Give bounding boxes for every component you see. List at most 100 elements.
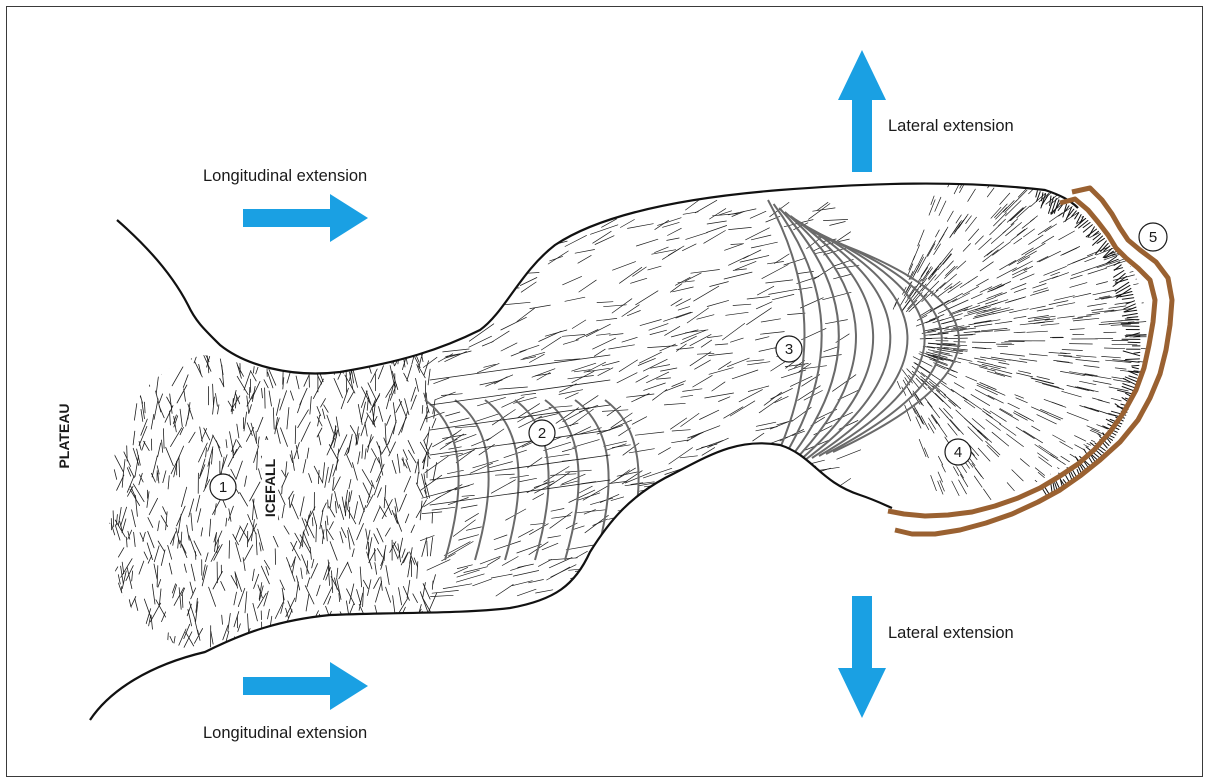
crevasse-stroke — [678, 307, 690, 311]
crevasse-stroke — [655, 498, 675, 504]
crevasse-stroke — [366, 529, 368, 539]
crevasse-stroke — [406, 627, 409, 642]
crevasse-stroke — [372, 640, 374, 656]
crevasse-stroke — [241, 340, 243, 355]
crevasse-stroke — [339, 593, 340, 602]
crevasse-stroke — [714, 570, 739, 586]
crevasse-stroke — [330, 618, 334, 628]
crevasse-stroke — [321, 399, 326, 408]
crevasse-stroke — [1042, 193, 1043, 201]
crevasse-stroke — [329, 522, 333, 530]
crevasse-stroke — [393, 420, 396, 434]
crevasse-stroke — [725, 244, 743, 250]
crevasse-stroke — [579, 586, 592, 588]
crevasse-stroke — [368, 621, 371, 632]
crevasse-stroke — [938, 456, 942, 464]
crevasse-stroke — [124, 367, 132, 381]
crevasse-stroke — [803, 502, 815, 509]
crevasse-stroke — [712, 382, 725, 391]
crevasse-stroke — [1101, 321, 1122, 323]
crevasse-stroke — [1052, 402, 1063, 406]
crevasse-stroke — [619, 360, 637, 372]
crevasse-stroke — [1005, 297, 1024, 303]
crevasse-stroke — [130, 339, 131, 350]
crevasse-stroke — [110, 589, 118, 606]
crevasse-stroke — [984, 251, 992, 257]
crevasse-stroke — [185, 345, 188, 359]
crevasse-stroke — [317, 407, 321, 416]
crevasse-stroke — [954, 141, 957, 149]
crevasse-stroke — [339, 562, 348, 579]
crevasse-stroke — [1080, 381, 1097, 384]
crevasse-stroke — [649, 549, 668, 553]
crevasse-stroke — [957, 467, 964, 478]
crevasse-stroke — [386, 587, 391, 602]
crevasse-stroke — [640, 501, 661, 516]
crevasse-stroke — [186, 408, 190, 426]
crevasse-stroke — [803, 366, 827, 369]
crevasse-stroke — [974, 476, 982, 487]
crevasse-stroke — [698, 426, 720, 434]
crevasse-stroke — [331, 432, 336, 447]
crevasse-stroke — [951, 389, 967, 400]
crevasse-stroke — [1159, 419, 1170, 422]
crevasse-stroke — [747, 297, 769, 300]
crevasse-stroke — [226, 440, 227, 448]
crevasse-stroke — [414, 558, 417, 567]
crevasse-stroke — [335, 353, 338, 367]
crevasse-stroke — [521, 282, 536, 292]
crevasse-stroke — [772, 497, 794, 502]
crevasse-stroke — [781, 574, 802, 583]
crevasse-stroke — [769, 582, 781, 585]
crevasse-stroke — [487, 219, 514, 227]
crevasse-stroke — [966, 217, 977, 231]
crevasse-stroke — [411, 338, 419, 353]
crevasse-stroke — [549, 558, 578, 560]
crevasse-stroke — [652, 570, 674, 580]
crevasse-stroke — [349, 584, 354, 604]
crevasse-stroke — [715, 344, 728, 345]
crevasse-stroke — [408, 558, 411, 577]
crevasse-stroke — [734, 492, 757, 504]
crevasse-stroke — [956, 410, 968, 421]
crevasse-stroke — [202, 565, 205, 580]
crevasse-stroke — [144, 632, 152, 649]
crevasse-stroke — [1049, 301, 1068, 305]
crevasse-stroke — [317, 623, 322, 640]
crevasse-stroke — [343, 343, 349, 359]
crevasse-stroke — [327, 415, 334, 433]
crevasse-stroke — [511, 350, 526, 356]
crevasse-stroke — [261, 566, 269, 584]
crevasse-stroke — [386, 566, 389, 585]
crevasse-stroke — [120, 417, 123, 431]
crevasse-stroke — [158, 473, 159, 483]
crevasse-stroke — [431, 595, 454, 596]
crevasse-stroke — [609, 345, 635, 349]
crevasse-stroke — [652, 547, 682, 551]
crevasse-stroke — [221, 581, 225, 590]
crevasse-stroke — [1064, 178, 1075, 187]
crevasse-stroke — [377, 442, 382, 453]
crevasse-stroke — [683, 389, 702, 392]
crevasse-stroke — [974, 358, 985, 360]
crevasse-stroke — [1020, 274, 1034, 280]
crevasse-stroke — [234, 592, 237, 605]
crevasse-stroke — [947, 373, 957, 378]
crevasse-stroke — [1028, 316, 1048, 319]
crevasse-stroke — [1126, 359, 1140, 360]
crevasse-stroke — [126, 537, 127, 547]
crevasse-stroke — [332, 337, 337, 351]
crevasse-stroke — [441, 394, 462, 396]
crevasse-stroke — [378, 366, 383, 379]
crevasse-stroke — [121, 605, 124, 620]
crevasse-stroke — [551, 474, 577, 476]
crevasse-stroke — [1024, 518, 1036, 533]
crevasse-stroke — [461, 505, 477, 508]
crevasse-stroke — [1000, 353, 1024, 356]
crevasse-stroke — [470, 255, 482, 258]
crevasse-stroke — [636, 239, 658, 246]
crevasse-stroke — [362, 445, 363, 459]
crevasse-stroke — [290, 391, 293, 400]
crevasse-stroke — [330, 542, 337, 561]
crevasse-stroke — [447, 240, 473, 248]
